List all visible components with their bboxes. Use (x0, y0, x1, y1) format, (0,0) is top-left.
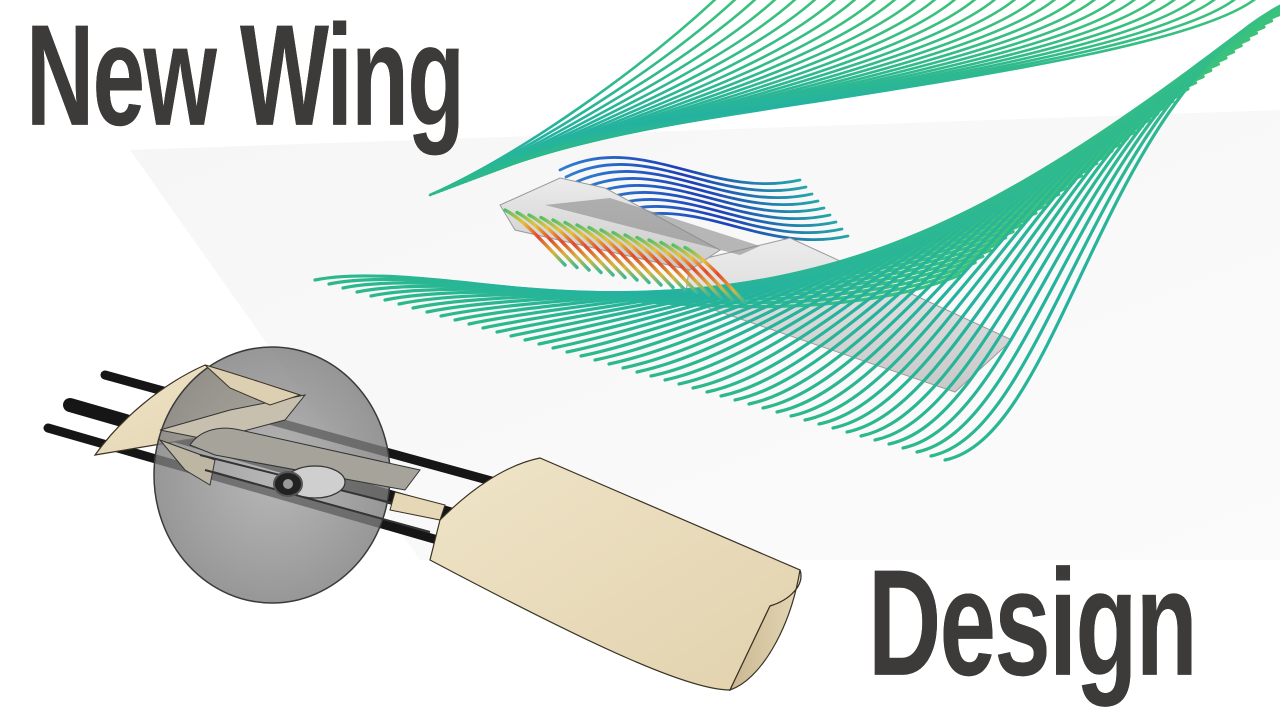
streamline-wake (582, 184, 826, 214)
streamline-hot (587, 225, 651, 285)
streamline-hot (575, 223, 639, 282)
streamline-hot (683, 245, 747, 305)
title-line-2: Design (868, 539, 1198, 708)
streamline-hot (551, 218, 615, 277)
wing-tip (728, 569, 802, 692)
streamline-wake (564, 163, 808, 193)
streamline-hot (599, 228, 663, 287)
streamline (943, 4, 1280, 462)
streamline-hot (671, 243, 735, 302)
streamline-hot (527, 213, 591, 272)
streamline-group-front (313, 4, 1280, 462)
wing-outboard-panel (429, 457, 802, 691)
streamline-wake (558, 156, 802, 186)
streamline-hot (563, 220, 627, 280)
streamline-hot (635, 235, 699, 295)
inner-fuselage-structure (158, 394, 441, 533)
streamline-hot (659, 240, 723, 300)
streamline-upper (536, 0, 1256, 156)
streamline-wake (576, 177, 820, 207)
title-line-1: New Wing (26, 0, 465, 157)
streamline-hot (611, 230, 675, 290)
streamline-wake (588, 191, 832, 221)
cfd-wing-inboard (499, 177, 721, 271)
streamline-hot (515, 210, 579, 270)
streamline-hot (503, 208, 567, 267)
streamline-wake (570, 170, 814, 200)
cfd-wing-slot (545, 198, 760, 255)
streamline-hot (539, 215, 603, 275)
streamline-hot (623, 233, 687, 292)
streamline-hot (647, 238, 711, 297)
